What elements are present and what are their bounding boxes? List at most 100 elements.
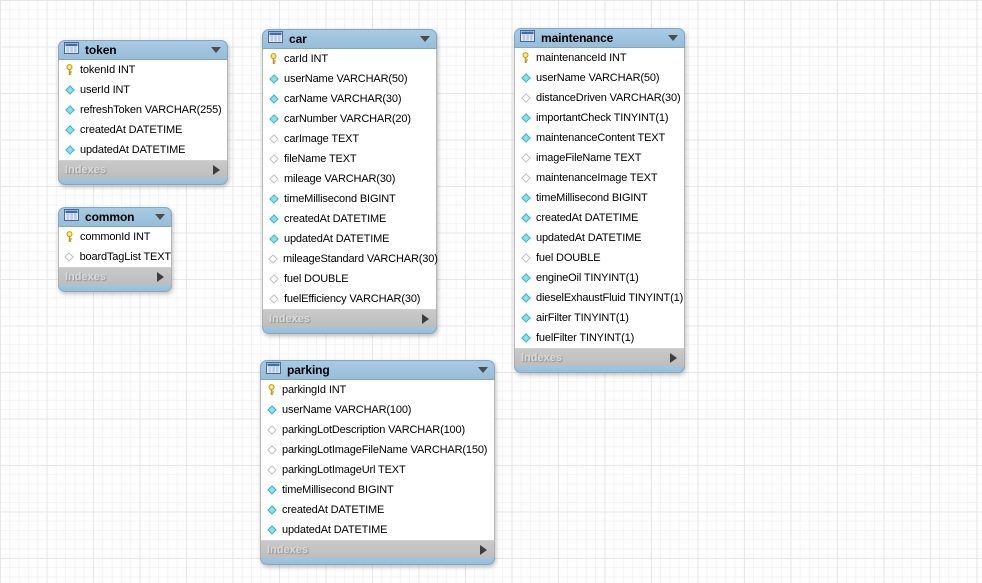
not-null-diamond-icon [520, 133, 531, 143]
column-row[interactable]: timeMillisecond BIGINT [263, 189, 436, 209]
column-row[interactable]: carId INT [263, 49, 436, 69]
column-row[interactable]: tokenId INT [59, 60, 227, 80]
indexes-footer[interactable]: Indexes [514, 348, 685, 366]
table-car[interactable]: car carId INT userName VARCHAR(50)carName … [262, 29, 438, 334]
column-row[interactable]: parkingId INT [261, 380, 494, 400]
table-title: token [85, 43, 117, 57]
column-row[interactable]: carName VARCHAR(30) [263, 89, 436, 109]
primary-key-icon [64, 64, 75, 76]
table-header[interactable]: common [58, 207, 172, 227]
indexes-footer[interactable]: Indexes [58, 267, 172, 285]
not-null-diamond-icon [268, 194, 279, 204]
column-row[interactable]: carNumber VARCHAR(20) [263, 109, 436, 129]
column-row[interactable]: maintenanceContent TEXT [515, 128, 684, 148]
table-icon [64, 208, 79, 226]
indexes-footer[interactable]: Indexes [262, 309, 437, 327]
table-icon [520, 29, 535, 47]
column-row[interactable]: maintenanceImage TEXT [515, 168, 684, 188]
table-header[interactable]: car [262, 29, 437, 49]
indexes-footer[interactable]: Indexes [58, 160, 228, 178]
column-row[interactable]: updatedAt DATETIME [515, 228, 684, 248]
collapse-arrow-icon[interactable] [420, 36, 430, 42]
column-name: carImage [284, 133, 329, 145]
collapse-arrow-icon[interactable] [668, 35, 678, 41]
expand-arrow-icon[interactable] [157, 271, 164, 282]
column-row[interactable]: timeMillisecond BIGINT [515, 188, 684, 208]
column-row[interactable]: createdAt DATETIME [263, 209, 436, 229]
column-name: importantCheck [536, 112, 611, 124]
collapse-arrow-icon[interactable] [211, 47, 221, 53]
column-label: carId INT [284, 53, 328, 65]
column-type: VARCHAR(20) [339, 113, 411, 125]
table-header[interactable]: maintenance [514, 28, 685, 48]
column-row[interactable]: userName VARCHAR(100) [261, 400, 494, 420]
column-row[interactable]: updatedAt DATETIME [263, 229, 436, 249]
column-row[interactable]: parkingLotDescription VARCHAR(100) [261, 420, 494, 440]
column-row[interactable]: fuelFilter TINYINT(1) [515, 328, 684, 348]
column-row[interactable]: timeMillisecond BIGINT [261, 480, 494, 500]
column-row[interactable]: dieselExhaustFluid TINYINT(1) [515, 288, 684, 308]
column-name: mileageStandard [283, 253, 364, 265]
column-name: userName [284, 73, 334, 85]
expand-arrow-icon[interactable] [670, 352, 677, 363]
column-row[interactable]: engineOil TINYINT(1) [515, 268, 684, 288]
column-row[interactable]: parkingLotImageUrl TEXT [261, 460, 494, 480]
nullable-diamond-icon [520, 173, 531, 183]
expand-arrow-icon[interactable] [213, 164, 220, 175]
column-row[interactable]: distanceDriven VARCHAR(30) [515, 88, 684, 108]
not-null-diamond-icon [266, 525, 277, 535]
column-row[interactable]: fuel DOUBLE [263, 269, 436, 289]
column-row[interactable]: refreshToken VARCHAR(255) [59, 100, 227, 120]
column-name: carNumber [284, 113, 338, 125]
expand-arrow-icon[interactable] [480, 544, 487, 555]
not-null-diamond-icon [64, 125, 75, 135]
column-row[interactable]: mileageStandard VARCHAR(30) [263, 249, 438, 269]
not-null-diamond-icon [64, 105, 75, 115]
column-row[interactable]: airFilter TINYINT(1) [515, 308, 684, 328]
indexes-footer[interactable]: Indexes [260, 540, 495, 558]
column-row[interactable]: updatedAt DATETIME [59, 140, 227, 160]
column-name: updatedAt [80, 144, 129, 156]
column-row[interactable]: imageFileName TEXT [515, 148, 684, 168]
column-type: TEXT [629, 172, 658, 184]
column-name: carName [284, 93, 328, 105]
column-name: userName [282, 404, 332, 416]
column-name: fuel [284, 273, 302, 285]
column-row[interactable]: createdAt DATETIME [515, 208, 684, 228]
column-row[interactable]: carImage TEXT [263, 129, 436, 149]
table-header[interactable]: token [58, 40, 228, 60]
column-name: commonId [80, 231, 131, 243]
column-row[interactable]: createdAt DATETIME [261, 500, 494, 520]
column-row[interactable]: userName VARCHAR(50) [515, 68, 684, 88]
collapse-arrow-icon[interactable] [478, 367, 488, 373]
column-row[interactable]: boardTagList TEXT [59, 247, 171, 267]
collapse-arrow-icon[interactable] [155, 214, 165, 220]
column-name: createdAt [80, 124, 126, 136]
column-row[interactable]: userId INT [59, 80, 227, 100]
column-row[interactable]: mileage VARCHAR(30) [263, 169, 436, 189]
column-row[interactable]: createdAt DATETIME [59, 120, 227, 140]
column-type: VARCHAR(30) [366, 253, 438, 265]
column-row[interactable]: userName VARCHAR(50) [263, 69, 436, 89]
column-row[interactable]: fuel DOUBLE [515, 248, 684, 268]
column-row[interactable]: parkingLotImageFileName VARCHAR(150) [261, 440, 494, 460]
column-label: parkingLotImageUrl TEXT [282, 464, 406, 476]
table-header[interactable]: parking [260, 360, 495, 380]
nullable-diamond-icon [268, 154, 279, 164]
column-row[interactable]: fileName TEXT [263, 149, 436, 169]
column-name: maintenanceContent [536, 132, 635, 144]
column-label: userName VARCHAR(100) [282, 404, 411, 416]
column-row[interactable]: updatedAt DATETIME [261, 520, 494, 540]
column-row[interactable]: importantCheck TINYINT(1) [515, 108, 684, 128]
table-icon [266, 361, 281, 379]
expand-arrow-icon[interactable] [422, 313, 429, 324]
column-row[interactable]: fuelEfficiency VARCHAR(30) [263, 289, 436, 309]
column-row[interactable]: maintenanceId INT [515, 48, 684, 68]
column-row[interactable]: commonId INT [59, 227, 171, 247]
